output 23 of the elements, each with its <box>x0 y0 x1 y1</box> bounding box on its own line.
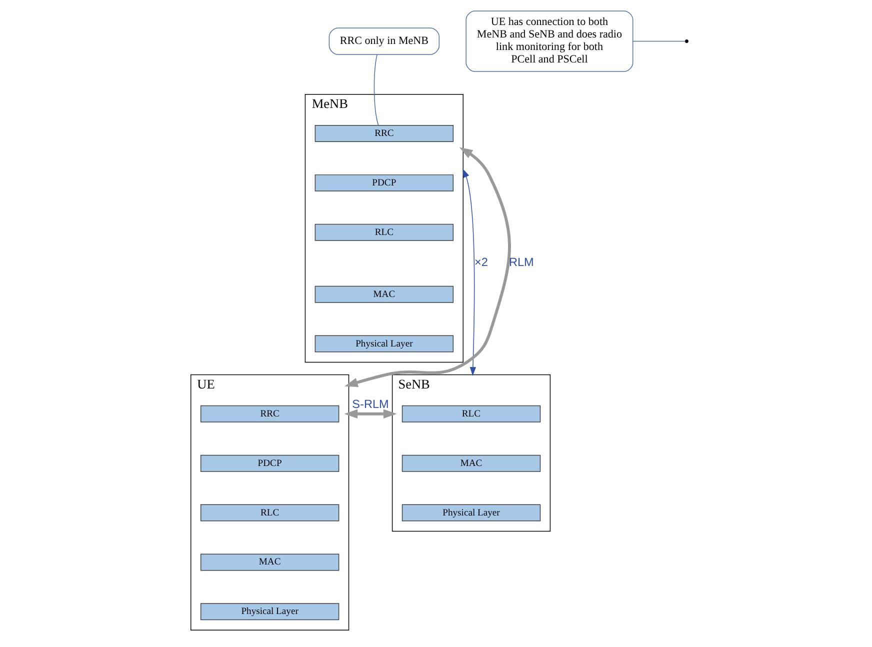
node-box: Physical Layer <box>401 504 540 522</box>
node-box: MAC <box>314 286 454 303</box>
connector <box>632 40 686 42</box>
edge-label: RLM <box>508 255 534 270</box>
node-box: RRC <box>200 405 339 422</box>
node-box: UE has connection to both MeNB and SeNB and does radio link monitoring for both PCell and PSCell <box>465 10 633 72</box>
node-box: RLC <box>200 504 339 522</box>
arrow <box>462 168 476 376</box>
edge-label: S-RLM <box>352 396 388 411</box>
edge-label: ×2 <box>474 255 488 270</box>
arrow <box>344 409 396 419</box>
arrow <box>344 147 510 387</box>
node-box: RLC <box>401 405 540 422</box>
node-box: RLC <box>314 224 454 241</box>
node-box: RRC <box>314 125 454 142</box>
node-box: Physical Layer <box>314 335 454 352</box>
node-box: MAC <box>401 454 540 472</box>
node-box: PDCP <box>200 454 339 472</box>
connector <box>373 54 378 126</box>
node-box: Physical Layer <box>200 603 339 620</box>
node-box: PDCP <box>314 174 454 192</box>
node-box: RRC only in MeNB <box>328 28 440 55</box>
node-box: MAC <box>200 554 339 571</box>
